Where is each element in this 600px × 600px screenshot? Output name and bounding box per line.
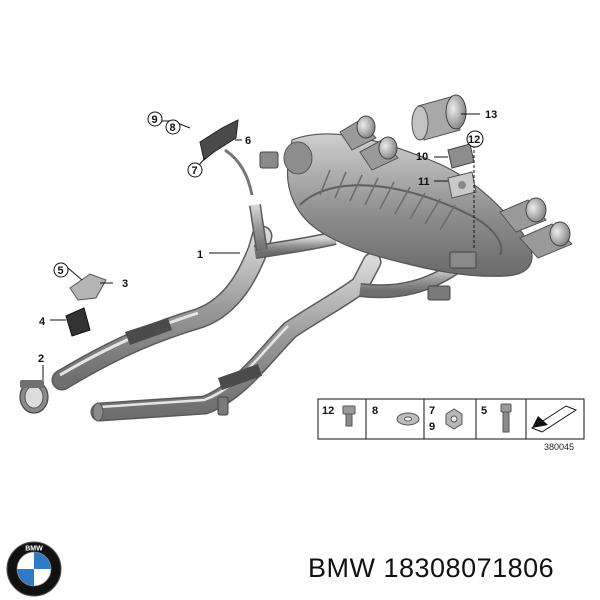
pipe-clamp-2 <box>19 380 49 414</box>
pipe-heat-shield-1 <box>125 318 172 345</box>
legend-item-7-9: 7 9 <box>429 405 463 433</box>
rear-muffler <box>283 133 533 277</box>
callout-3: 3 <box>122 278 128 290</box>
svg-text:12: 12 <box>322 405 334 417</box>
callout-7: 7 <box>187 162 203 178</box>
svg-text:8: 8 <box>372 405 378 417</box>
callout-9: 9 <box>147 111 163 127</box>
callout-11: 11 <box>418 176 430 188</box>
tailpipe-trim-tip <box>411 94 467 141</box>
logo-lettering: BMW <box>25 546 43 553</box>
svg-text:6: 6 <box>245 135 251 147</box>
x-pipe-crossover <box>249 204 337 259</box>
tailpipe-tips-left <box>339 115 399 171</box>
washer-icon <box>396 412 420 426</box>
front-pipe-left <box>51 225 273 391</box>
rubber-hanger-4 <box>65 307 91 337</box>
tailpipe-tips-right <box>499 197 573 259</box>
svg-text:11: 11 <box>418 176 430 188</box>
svg-text:7: 7 <box>429 405 435 417</box>
pipe-clamp-flange <box>217 285 451 416</box>
rubber-mount-11 <box>447 171 477 199</box>
legend-direction-arrow <box>530 405 578 433</box>
rear-connector-pipe <box>359 262 459 299</box>
callout-13: 13 <box>485 109 497 121</box>
svg-text:3: 3 <box>122 278 128 290</box>
pipe-heat-shield-2 <box>218 364 262 390</box>
callout-12: 12 <box>466 130 484 148</box>
legend-item-12: 12 <box>322 405 356 427</box>
svg-text:8: 8 <box>170 122 176 134</box>
nut-icon <box>445 408 463 430</box>
bracket-3 <box>69 273 107 301</box>
callout-1: 1 <box>197 249 203 261</box>
callout-4: 4 <box>39 316 46 328</box>
callout-8: 8 <box>165 119 181 135</box>
stud-bolt-icon <box>500 403 512 433</box>
svg-text:5: 5 <box>58 265 64 277</box>
legend-item-5: 5 <box>481 403 512 433</box>
svg-text:7: 7 <box>192 165 198 177</box>
legend-item-8: 8 <box>372 405 420 426</box>
callout-2: 2 <box>38 353 44 365</box>
callout-6: 6 <box>245 135 251 147</box>
muffler-hanger-bracket <box>259 151 477 269</box>
svg-text:1: 1 <box>197 249 203 261</box>
callout-10: 10 <box>416 151 428 163</box>
svg-text:5: 5 <box>481 405 487 417</box>
callout-5: 5 <box>53 262 69 278</box>
svg-text:10: 10 <box>416 151 428 163</box>
svg-text:9: 9 <box>152 114 158 126</box>
figure-code: 380045 <box>544 442 574 452</box>
svg-text:13: 13 <box>485 109 497 121</box>
part-caption: BMW 18308071806 <box>308 553 555 583</box>
svg-text:9: 9 <box>429 421 435 433</box>
svg-text:12: 12 <box>468 134 480 146</box>
hardware-legend: 12 8 7 9 5 <box>317 398 585 452</box>
svg-text:4: 4 <box>39 316 46 328</box>
rubber-mount-10 <box>447 143 475 169</box>
bmw-logo: BMW <box>6 541 62 597</box>
bolt-icon <box>342 405 356 427</box>
hanger-bracket-6 <box>199 119 254 196</box>
svg-text:2: 2 <box>38 353 44 365</box>
